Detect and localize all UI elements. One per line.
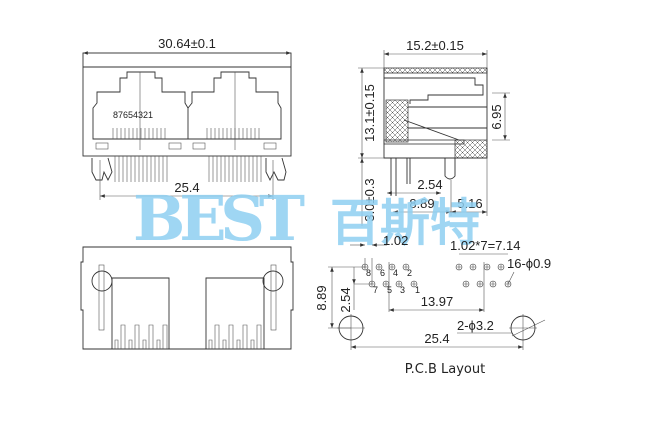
pin-span-dimension: 1.02*7=7.14	[450, 238, 520, 253]
height-dimension: 13.1±0.15	[362, 84, 377, 142]
pin-hole-crosshair	[505, 281, 511, 287]
pin-length-dimension: 3.0±0.3	[362, 178, 377, 221]
rj45-port-left	[92, 71, 189, 150]
pin-label-1: 1	[415, 285, 420, 295]
row-offset-dimension: 8.89	[409, 196, 434, 211]
pin-hole-crosshair	[403, 264, 409, 270]
pin-label-2: 2	[407, 268, 412, 278]
pin-label-8: 8	[366, 268, 371, 278]
pin-hole-crosshair	[456, 264, 462, 270]
pin-hole-crosshair	[477, 281, 483, 287]
pin-pitch-dimension: 2.54	[417, 177, 442, 192]
row-spacing-dimension: 2.54	[338, 287, 353, 312]
pcb-pins	[91, 156, 287, 182]
bottom-pins	[114, 324, 262, 349]
mount-pitch-dimension: 25.4	[424, 331, 449, 346]
mount-hole-dimension: 2-ϕ3.2	[457, 318, 494, 333]
pin-label-5: 5	[387, 285, 392, 295]
side-view: 15.2±0.15 6.95 13.1±0.15 3.0±0.3 2.54 8.…	[358, 38, 510, 226]
port-height-dimension: 6.95	[489, 104, 504, 129]
pin-hole-crosshair	[389, 264, 395, 270]
watermark: BEST 百斯特	[133, 182, 480, 255]
mount-post-right	[262, 270, 284, 292]
pin-hole-crosshair	[411, 281, 417, 287]
pin-label-4: 4	[393, 268, 398, 278]
watermark-latin: BEST	[133, 182, 305, 255]
bottom-view	[80, 246, 294, 350]
front-view: 30.64±0.1 87654321 25.4	[82, 36, 292, 200]
pin-number-label: 87654321	[113, 110, 153, 120]
pin-hole-dimension: 16-ϕ0.9	[507, 256, 551, 271]
depth-dimension: 15.2±0.15	[406, 38, 464, 53]
pcb-layout-caption: P.C.B Layout	[405, 362, 485, 377]
pin-label-7: 7	[373, 285, 378, 295]
pcb-layout: 1.02 1.02*7=7.14 16-ϕ0.9 8 6 4 2 7 5 3 1…	[314, 233, 551, 377]
pin-pitch-dimension: 1.02	[383, 233, 408, 248]
connector-body	[82, 52, 292, 157]
mount-post-left	[91, 270, 113, 292]
pin-hole-crosshair	[396, 281, 402, 287]
pin-holes	[361, 263, 512, 288]
rj45-port-right	[187, 71, 282, 150]
pin-label-6: 6	[380, 268, 385, 278]
front-offset-dimension: 5.16	[457, 196, 482, 211]
width-dimension: 30.64±0.1	[158, 36, 216, 51]
pin-label-3: 3	[400, 285, 405, 295]
hole-offset-dimension: 8.89	[314, 285, 329, 310]
pin-hole-crosshair	[376, 264, 382, 270]
pin-hole-crosshair	[490, 281, 496, 287]
pin-hole-crosshair	[383, 281, 389, 287]
pin-hole-crosshair	[484, 264, 490, 270]
port-spacing-dimension: 13.97	[421, 294, 454, 309]
pin-hole-crosshair	[470, 264, 476, 270]
watermark-cjk: 百斯特	[330, 193, 480, 252]
mount-pitch-dimension: 25.4	[174, 180, 199, 195]
pin-hole-crosshair	[463, 281, 469, 287]
pin-hole-crosshair	[498, 264, 504, 270]
